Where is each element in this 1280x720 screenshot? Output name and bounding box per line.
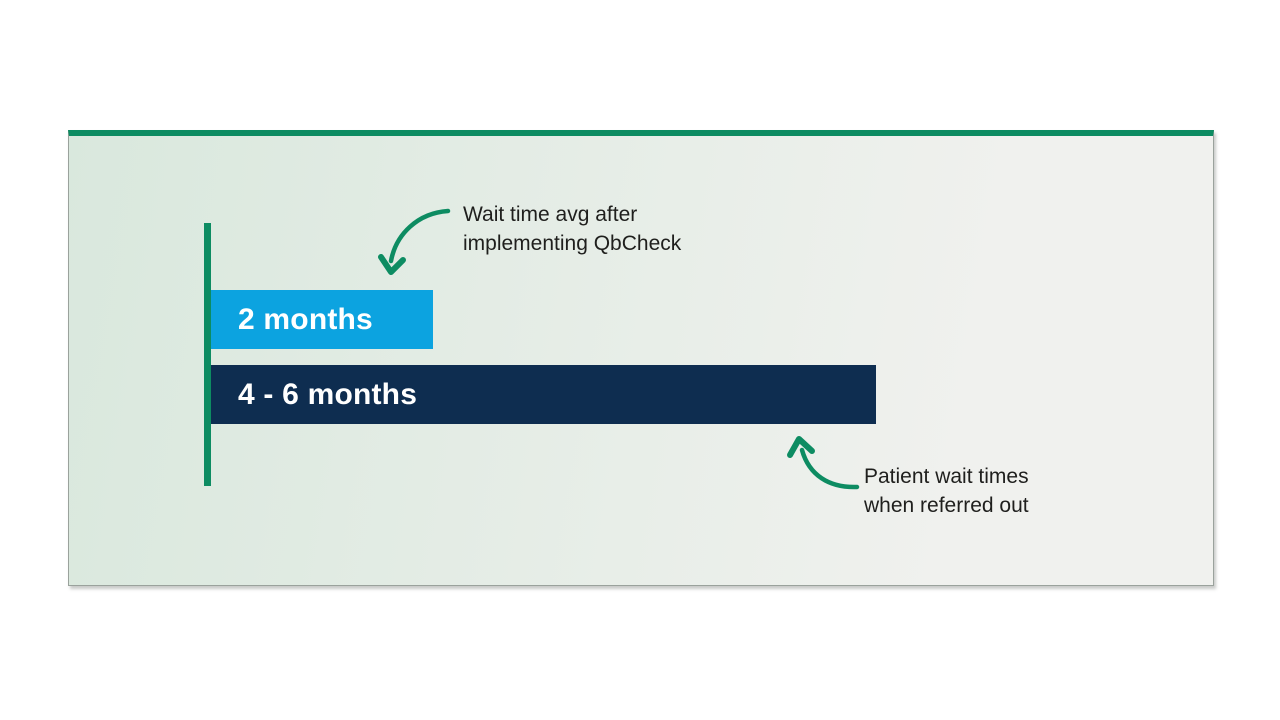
bar-label-4-6-months: 4 - 6 months (238, 377, 418, 411)
annotation-referred-line2: when referred out (864, 494, 1029, 517)
curved-arrow-down-icon (370, 200, 455, 290)
annotation-referred-line1: Patient wait times (864, 465, 1029, 488)
curved-arrow-up-icon (785, 430, 865, 500)
annotation-qbcheck: Wait time avg after implementing QbCheck (463, 200, 681, 258)
annotation-qbcheck-line1: Wait time avg after (463, 203, 638, 226)
bar-label-2-months: 2 months (238, 302, 373, 336)
bar-wait-referred-out: 4 - 6 months (211, 365, 876, 424)
annotation-referred: Patient wait times when referred out (864, 462, 1029, 520)
chart-card: 2 months 4 - 6 months Wait time avg afte… (68, 130, 1214, 586)
annotation-qbcheck-line2: implementing QbCheck (463, 232, 682, 255)
y-axis-line (204, 223, 211, 486)
bar-wait-after-qbcheck: 2 months (211, 290, 433, 349)
